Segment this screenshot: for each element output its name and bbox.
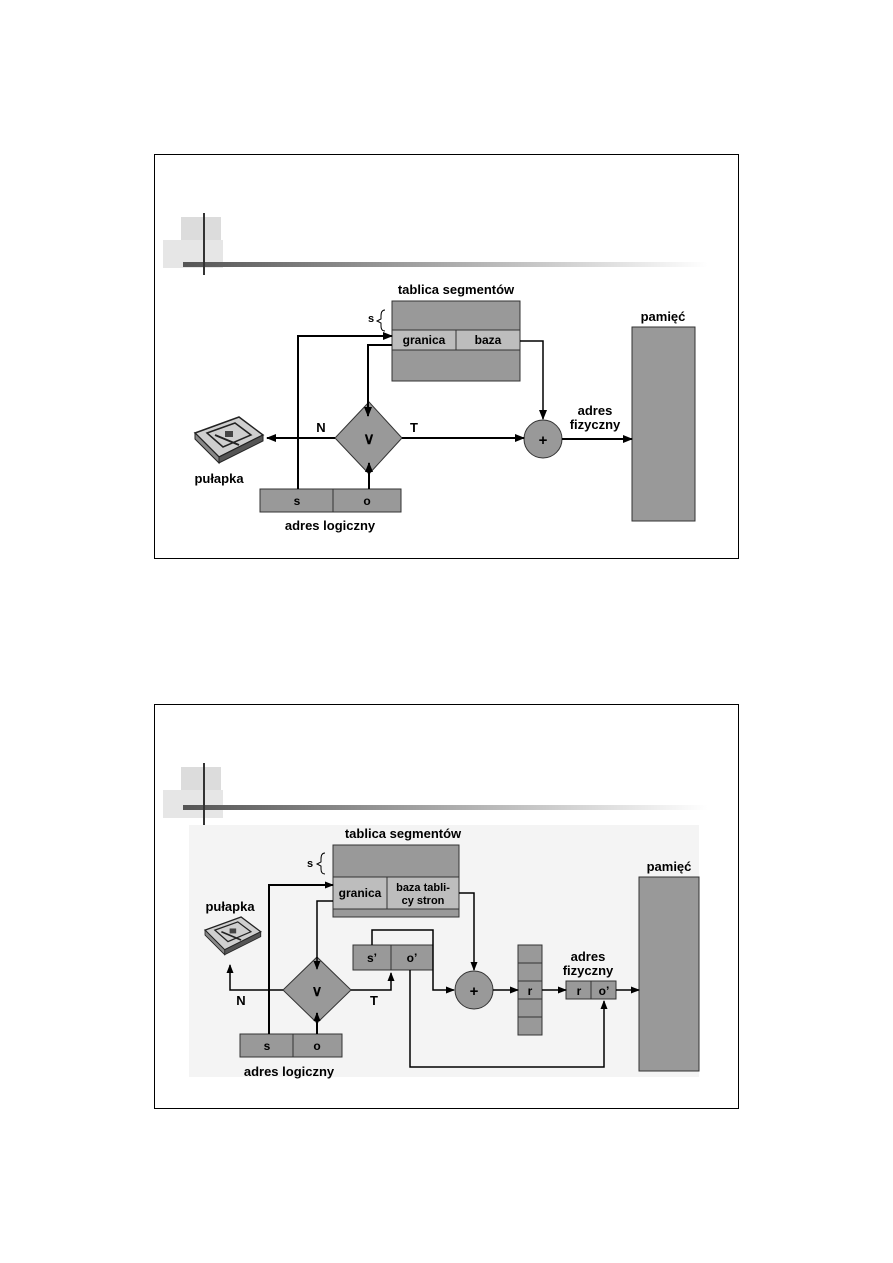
connections (266, 332, 633, 489)
logical-s: s (294, 494, 301, 508)
logical-address (239, 1033, 343, 1058)
yes-label: T (410, 420, 418, 435)
physical-address-line1: adres (578, 403, 613, 418)
memory-label: pamięć (647, 859, 692, 874)
physical-address-line1: adres (571, 949, 606, 964)
connections (226, 881, 640, 1068)
add-symbol: + (539, 432, 548, 449)
segmentation-diagram: tablica segmentów s granica baza pamięć … (163, 213, 708, 533)
logical-address-label: adres logiczny (285, 518, 376, 533)
segmentation-paging-diagram: tablica segmentów s granica baza tabli- … (163, 763, 708, 1079)
logical-s: s (264, 1039, 271, 1053)
segment-offset-pair (352, 944, 434, 971)
memory-block (631, 326, 696, 522)
segment-table (391, 300, 521, 382)
no-label: N (316, 420, 325, 435)
base-label-line1: baza tabli- (396, 882, 450, 894)
physical-address-line2: fizyczny (570, 417, 621, 432)
memory-block (638, 876, 700, 1072)
slide-segmentation-paging: tablica segmentów s granica baza tabli- … (154, 704, 739, 1109)
o-prime-to-physical-arrow (409, 970, 608, 1068)
s-marker: s (307, 858, 313, 870)
logical-address-label: adres logiczny (244, 1064, 335, 1079)
base-label-line2: cy stron (402, 895, 445, 907)
limit-to-compare-arrow (364, 344, 392, 417)
logical-address (259, 488, 402, 513)
base-to-adder-arrow (459, 892, 478, 971)
page-frame: r (528, 984, 533, 998)
limit-label: granica (403, 333, 446, 347)
compare-symbol: ∨ (363, 431, 375, 448)
trap-label: pułapka (194, 471, 244, 486)
yes-label: T (370, 993, 378, 1008)
physical-address-line2: fizyczny (563, 963, 614, 978)
mousetrap-icon (203, 916, 262, 956)
limit-label: granica (339, 886, 382, 900)
no-to-trap-arrow (226, 964, 283, 991)
title-decoration (163, 213, 708, 275)
limit-to-compare-arrow (313, 900, 333, 970)
s-prime-to-adder-arrow (371, 929, 455, 994)
s-to-table-arrow (268, 881, 334, 1034)
trap-label: pułapka (205, 899, 255, 914)
slide-segmentation: tablica segmentów s granica baza pamięć … (154, 154, 739, 559)
s-brace (315, 852, 326, 875)
s-marker: s (368, 313, 374, 325)
page-table (517, 944, 543, 1036)
base-label: baza (475, 333, 502, 347)
memory-label: pamięć (641, 309, 686, 324)
logical-o: o (313, 1039, 320, 1053)
segment-table-title: tablica segmentów (398, 282, 515, 297)
phys-o: o’ (599, 984, 610, 998)
no-label: N (236, 993, 245, 1008)
s-brace (375, 309, 386, 332)
mousetrap-icon (193, 416, 265, 465)
s-prime: s’ (367, 951, 377, 965)
segment-table (332, 844, 460, 918)
yes-to-pair-arrow (351, 972, 395, 991)
logical-o: o (363, 494, 370, 508)
o-prime: o’ (407, 951, 418, 965)
segment-table-title: tablica segmentów (345, 826, 462, 841)
base-to-adder-arrow (520, 340, 547, 420)
add-symbol: + (470, 983, 479, 1000)
title-decoration (163, 763, 708, 825)
phys-r: r (577, 984, 582, 998)
compare-symbol: ∨ (312, 983, 323, 1000)
